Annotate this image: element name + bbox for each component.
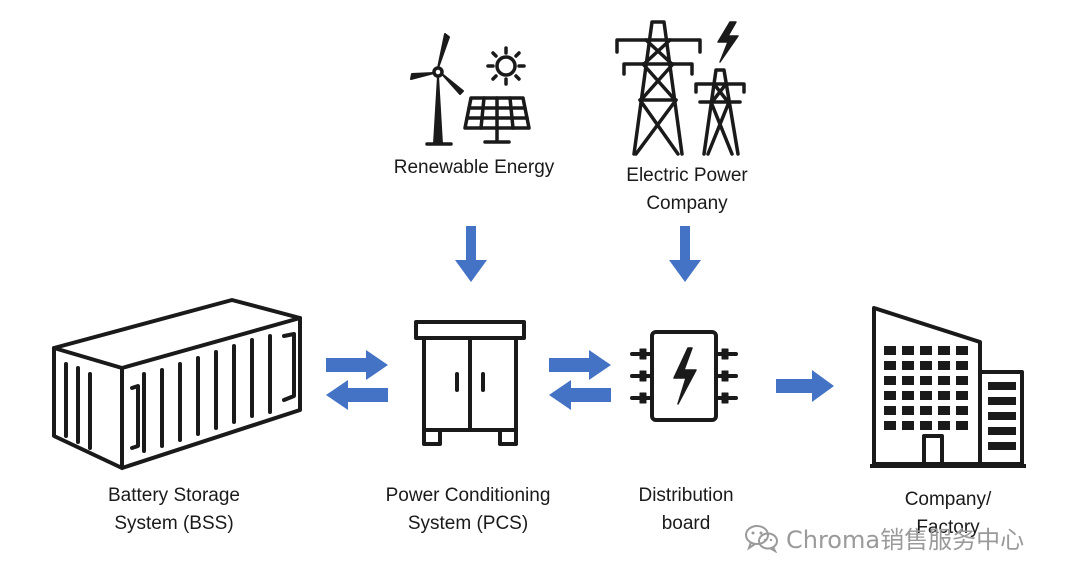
pcs-cabinet-icon bbox=[410, 318, 530, 448]
distribution-board-label: Distribution board bbox=[638, 485, 734, 534]
arrow-pcs-distribution-bidirectional bbox=[545, 350, 615, 415]
watermark-text: Chroma销售服务中心 bbox=[786, 526, 1025, 554]
power-tower-icon bbox=[612, 18, 757, 158]
arrow-renewable-to-pcs bbox=[453, 226, 489, 289]
arrow-electric-to-distribution bbox=[667, 226, 703, 289]
watermark: Chroma销售服务中心 bbox=[744, 520, 1024, 555]
factory-building-icon bbox=[868, 304, 1030, 470]
pcs-label: Power Conditioning System (PCS) bbox=[385, 485, 551, 534]
wind-solar-icon bbox=[405, 28, 535, 153]
arrow-distribution-to-company bbox=[774, 370, 836, 407]
distribution-board-icon bbox=[626, 326, 742, 426]
wechat-icon bbox=[745, 524, 778, 553]
electric-power-company-label: Electric Power Company bbox=[626, 165, 748, 214]
battery-container-icon bbox=[48, 296, 306, 476]
renewable-energy-label: Renewable Energy bbox=[393, 157, 555, 178]
arrow-bss-pcs-bidirectional bbox=[322, 350, 392, 415]
company-factory-label: Company/ Factory bbox=[904, 489, 992, 538]
bss-label: Battery Storage System (BSS) bbox=[107, 485, 241, 534]
